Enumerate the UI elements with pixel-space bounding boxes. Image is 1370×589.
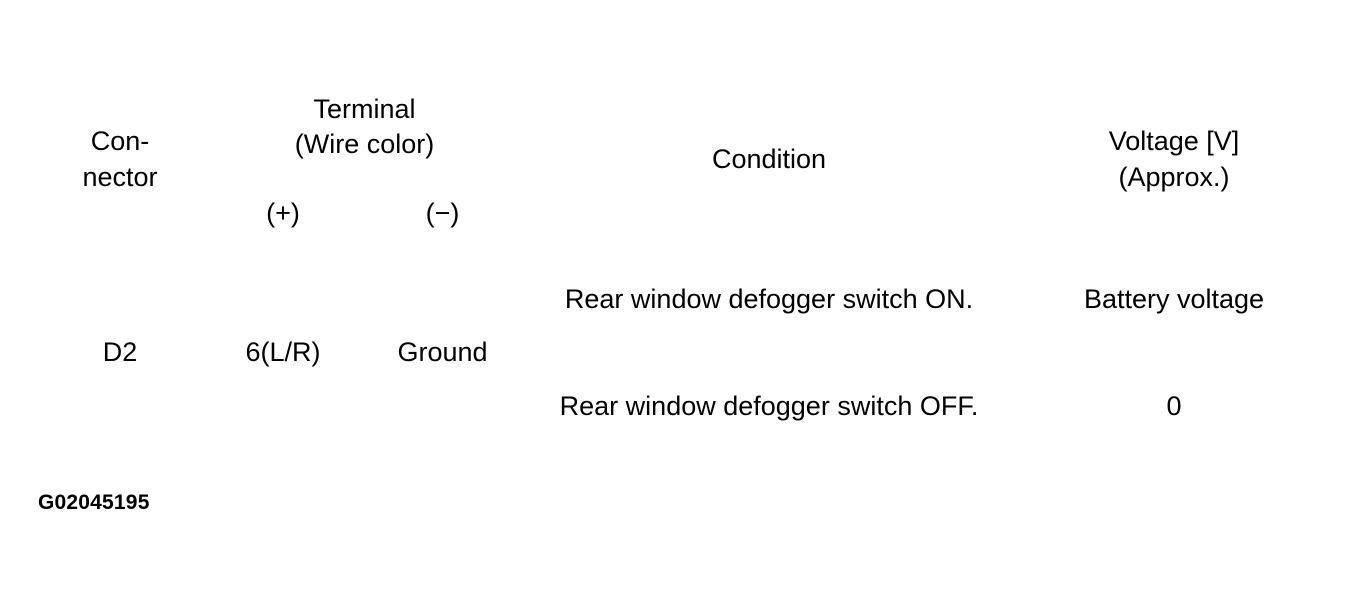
cell-terminal-positive: 6(L/R) [245,337,321,368]
table-header-row-primary: Con- nector Terminal (Wire color) Condit… [35,73,1334,192]
header-condition: Condition [711,143,827,174]
header-connector: Con- nector [82,126,158,192]
cell-connector: D2 [102,337,138,368]
cell-condition: Rear window defogger switch OFF. [559,390,979,421]
voltage-spec-table: Con- nector Terminal (Wire color) Condit… [35,73,1334,460]
header-terminal-negative: (−) [425,198,460,229]
table-header-row-secondary: (+) (−) [35,181,1334,246]
header-voltage: Voltage [V] (Approx.) [1108,126,1240,192]
table-row: D2 6(L/R) Ground Rear window defogger sw… [35,246,1334,368]
figure-id-caption: G02045195 [38,491,150,514]
cell-condition: Rear window defogger switch ON. [564,283,974,314]
cell-voltage: Battery voltage [1083,283,1265,314]
table-row: Rear window defogger switch OFF. 0 [35,353,1334,460]
voltage-spec-table-container: Con- nector Terminal (Wire color) Condit… [35,73,1334,460]
cell-terminal-negative: Ground [397,337,488,368]
header-terminal-positive: (+) [266,198,300,229]
cell-voltage: 0 [1166,390,1182,421]
header-terminal-group: Terminal (Wire color) [294,93,435,160]
